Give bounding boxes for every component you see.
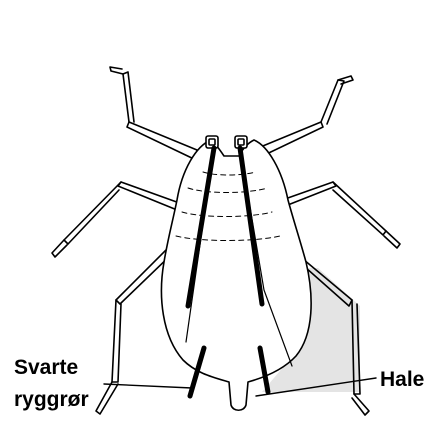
middle-left-leg [52, 182, 185, 257]
siphunculi-label-line1: Svarte [14, 356, 78, 380]
front-left-leg [110, 67, 197, 160]
tail-label: Hale [380, 368, 424, 392]
siphunculi-label-line2: ryggrør [14, 388, 89, 412]
left-antenna-base [206, 136, 218, 148]
front-right-leg [253, 76, 353, 160]
